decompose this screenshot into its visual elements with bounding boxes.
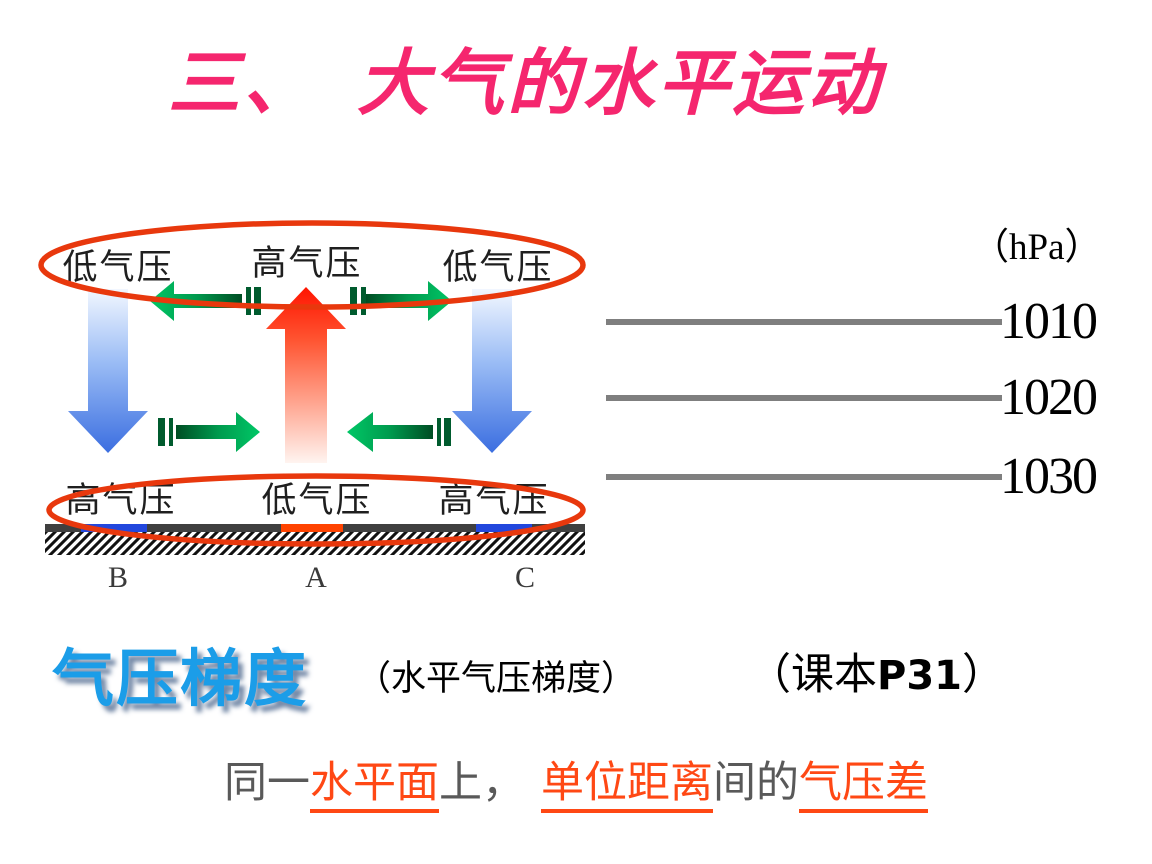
upper-level-annotation-ellipse (38, 220, 586, 310)
wind-arrow-bottom-right-stripe (444, 418, 451, 446)
wind-arrow-bottom-right (347, 412, 433, 452)
definition-segment: 间的 (713, 758, 799, 808)
isobar-line-1030 (606, 474, 1002, 480)
pressure-unit-label: （hPa） (972, 227, 1102, 268)
isobar-line-1010 (606, 319, 1002, 325)
wind-arrow-bottom-right-stripe (437, 418, 441, 446)
definition-segment-highlight: 单位距离 (541, 758, 713, 813)
textbook-reference-suffix: ） (961, 652, 1005, 699)
keyword-pressure-gradient: 气压梯度 (52, 642, 309, 715)
point-label-b: B (108, 561, 128, 594)
ground-segment-blue-left (81, 524, 147, 532)
isobar-value-1010: 1010 (1000, 293, 1098, 350)
textbook-page-number: P31 (877, 653, 962, 699)
pressure-circulation-diagram: 低气压 高气压 低气压 高气压 低气压 高气压 B A C (38, 220, 586, 594)
definition-segment-highlight: 气压差 (799, 758, 928, 813)
point-label-c: C (515, 561, 535, 594)
textbook-reference-prefix: （课本 (748, 652, 877, 699)
sinking-air-arrow-right (452, 289, 532, 453)
ground-segment-orange-center (281, 524, 343, 532)
definition-segment-highlight: 水平面 (310, 758, 439, 813)
textbook-reference: （课本P31） (748, 640, 1005, 702)
isobar-value-1030: 1030 (1000, 448, 1098, 505)
wind-arrow-top-right (366, 281, 452, 321)
wind-arrow-top-right-stripe (361, 287, 366, 315)
wind-arrow-top-left-stripe (254, 287, 261, 315)
slide-title: 三、 大气的水平运动 (167, 41, 882, 125)
wind-arrow-top-left-stripe (246, 287, 251, 315)
point-label-a: A (305, 561, 327, 594)
wind-arrow-bottom-left-stripe (158, 418, 165, 446)
upper-pressure-label-right: 低气压 (442, 248, 553, 288)
wind-arrow-bottom-left (176, 412, 260, 452)
horizontal-gradient-note: （水平气压梯度） (356, 659, 637, 698)
isobar-value-1020: 1020 (1000, 369, 1098, 426)
definition-segment: 上， (439, 758, 525, 808)
ground-segment-blue-right (476, 524, 532, 532)
surface-level-annotation-ellipse (46, 473, 586, 547)
rising-air-arrow (266, 287, 346, 463)
surface-pressure-label-center: 低气压 (261, 481, 372, 521)
wind-arrow-top-right-stripe (350, 287, 357, 315)
upper-pressure-label-center: 高气压 (251, 244, 362, 284)
sinking-air-arrow-left (68, 289, 148, 453)
definition-sentence: 同一水平面上， 单位距离间的气压差 (0, 748, 1152, 813)
isobar-line-1020 (606, 395, 1002, 401)
wind-arrow-bottom-left-stripe (169, 418, 173, 446)
upper-pressure-label-left: 低气压 (62, 248, 173, 288)
definition-segment: 同一 (224, 758, 310, 808)
